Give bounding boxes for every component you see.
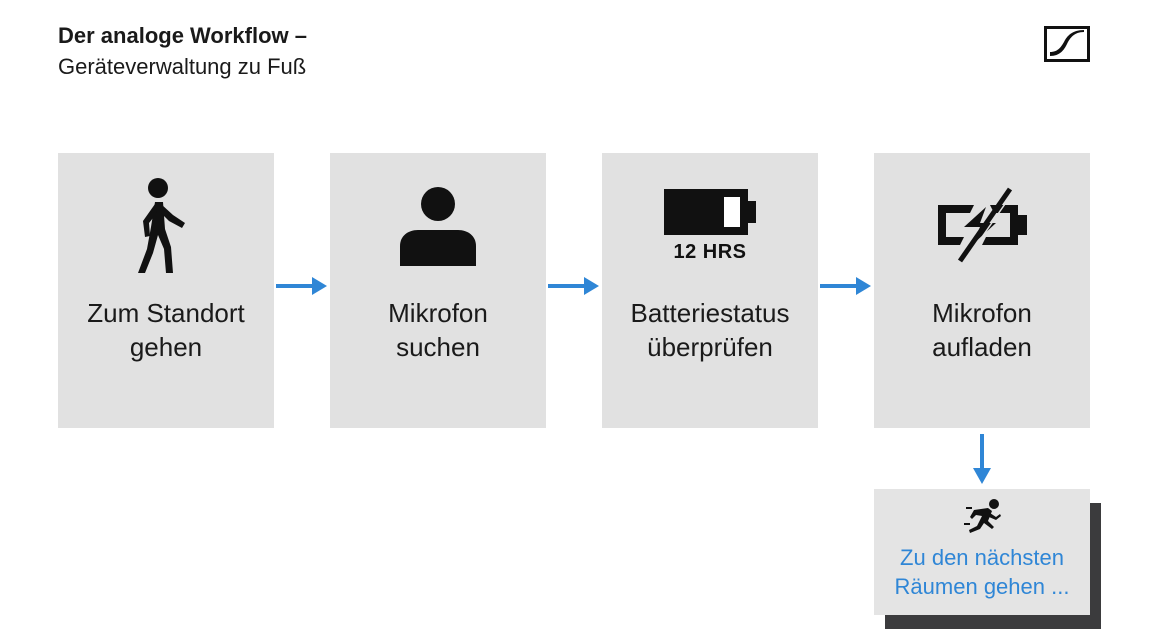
arrow-right-icon bbox=[548, 277, 599, 295]
step-label: Mikrofon aufladen bbox=[932, 298, 1032, 362]
step-label: Mikrofon suchen bbox=[388, 298, 488, 362]
step-go-to-location: Zum Standort gehen bbox=[58, 153, 274, 428]
walking-person-icon bbox=[138, 178, 185, 273]
sennheiser-logo-icon bbox=[1044, 26, 1090, 62]
arrow-right-icon bbox=[820, 277, 871, 295]
step-charge-microphone: Mikrofon aufladen bbox=[874, 153, 1090, 428]
battery-icon bbox=[664, 188, 756, 235]
next-step-box: Zu den nächsten Räumen gehen ... bbox=[874, 489, 1090, 615]
step-find-microphone: Mikrofon suchen bbox=[330, 153, 546, 428]
walking-person-icon-wrap bbox=[58, 175, 274, 275]
next-step-label: Zu den nächsten Räumen gehen ... bbox=[894, 545, 1070, 599]
step-check-battery: 12 HRS Batteriestatus überprüfen bbox=[602, 153, 818, 428]
page-subtitle: Geräteverwaltung zu Fuß bbox=[58, 54, 307, 79]
arrow-right-icon bbox=[276, 277, 327, 295]
page-title: Der analoge Workflow – bbox=[58, 23, 307, 48]
step-label: Zum Standort gehen bbox=[87, 298, 245, 362]
arrow-down-icon bbox=[973, 434, 991, 484]
step-label: Batteriestatus überprüfen bbox=[630, 298, 790, 362]
battery-caption: 12 HRS bbox=[673, 240, 747, 263]
person-icon bbox=[400, 187, 476, 266]
running-person-icon bbox=[964, 499, 1001, 533]
battery-charging-icon bbox=[938, 187, 1027, 264]
